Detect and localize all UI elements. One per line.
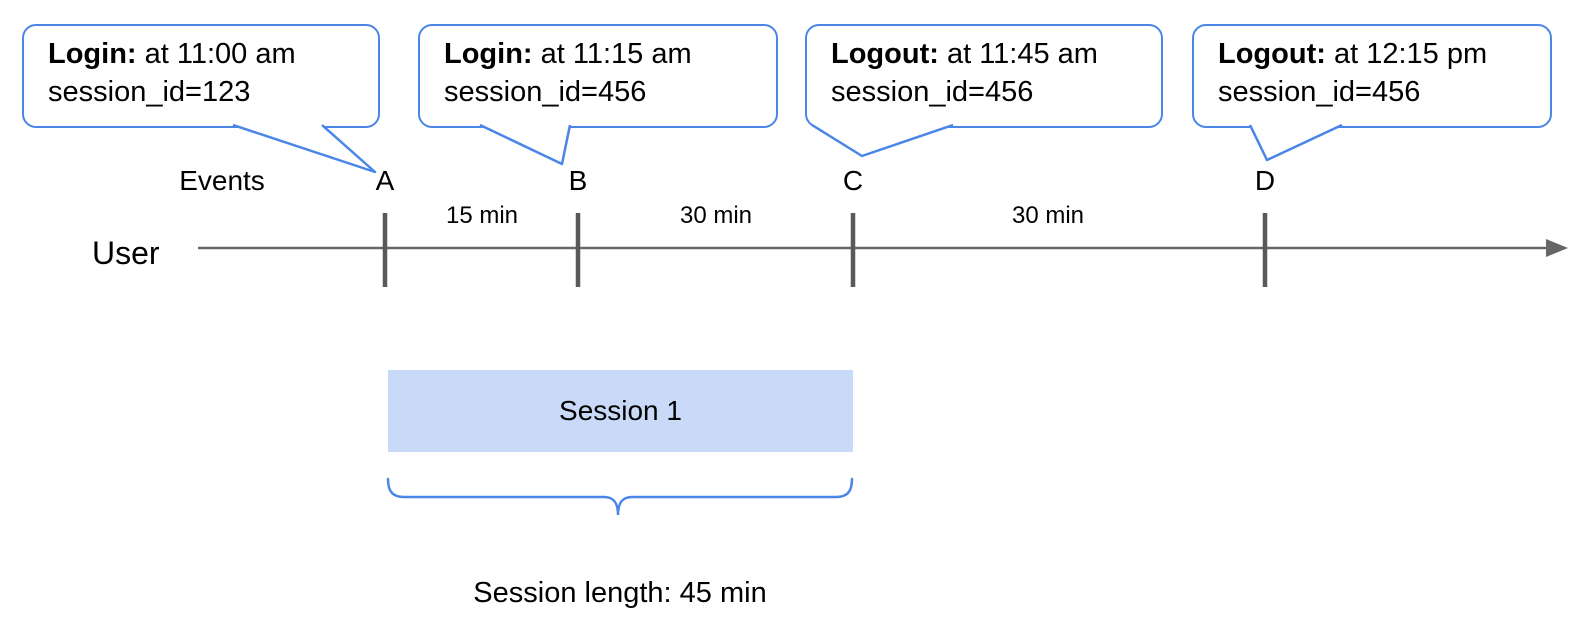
session-1-box-label: Session 1 — [559, 395, 682, 426]
callout-event-c: Logout: at 11:45 am session_id=456 — [805, 24, 1163, 128]
session-length-brace — [386, 477, 854, 516]
user-row-label: User — [92, 235, 160, 271]
session-length-caption: Session length: 45 min — [473, 577, 767, 609]
event-marker-label-c: C — [842, 165, 864, 196]
event-marker-label-a: A — [375, 165, 395, 196]
callout-event-a-type: Login: — [48, 38, 137, 70]
callout-event-b-type: Login: — [444, 38, 533, 70]
callout-event-a-time: at 11:00 am — [136, 38, 296, 70]
session-1-box: Session 1 — [388, 370, 853, 452]
callout-event-c-line1: Logout: at 11:45 am — [831, 35, 1151, 73]
callout-event-c-session-id: session_id=456 — [831, 76, 1034, 108]
timeline-arrowhead-icon — [1546, 239, 1568, 257]
callout-event-d-time: at 12:15 pm — [1325, 38, 1488, 70]
interval-label-b-c: 30 min — [679, 202, 753, 229]
callout-event-b-line1: Login: at 11:15 am — [444, 35, 766, 73]
callout-event-b: Login: at 11:15 am session_id=456 — [418, 24, 778, 128]
callout-tail-d — [1248, 123, 1343, 162]
callout-tail-c — [811, 123, 954, 158]
callout-event-a: Login: at 11:00 am session_id=123 — [22, 24, 380, 128]
callout-event-d-line1: Logout: at 12:15 pm — [1218, 35, 1540, 73]
callout-tail-b — [479, 123, 572, 166]
event-marker-label-b: B — [568, 165, 588, 196]
callout-event-b-session-id: session_id=456 — [444, 76, 647, 108]
callout-event-c-time: at 11:45 am — [938, 38, 1098, 70]
callout-event-d-session-id: session_id=456 — [1218, 76, 1421, 108]
callout-event-a-session-id: session_id=123 — [48, 76, 251, 108]
callout-event-a-line1: Login: at 11:00 am — [48, 35, 368, 73]
callout-event-d-type: Logout: — [1218, 38, 1326, 70]
interval-label-c-d: 30 min — [1011, 202, 1085, 229]
callout-event-c-type: Logout: — [831, 38, 939, 70]
callout-event-d: Logout: at 12:15 pm session_id=456 — [1192, 24, 1552, 128]
events-row-label: Events — [179, 165, 265, 196]
interval-label-a-b: 15 min — [445, 202, 519, 229]
callout-event-b-time: at 11:15 am — [532, 38, 692, 70]
event-marker-label-d: D — [1254, 165, 1276, 196]
